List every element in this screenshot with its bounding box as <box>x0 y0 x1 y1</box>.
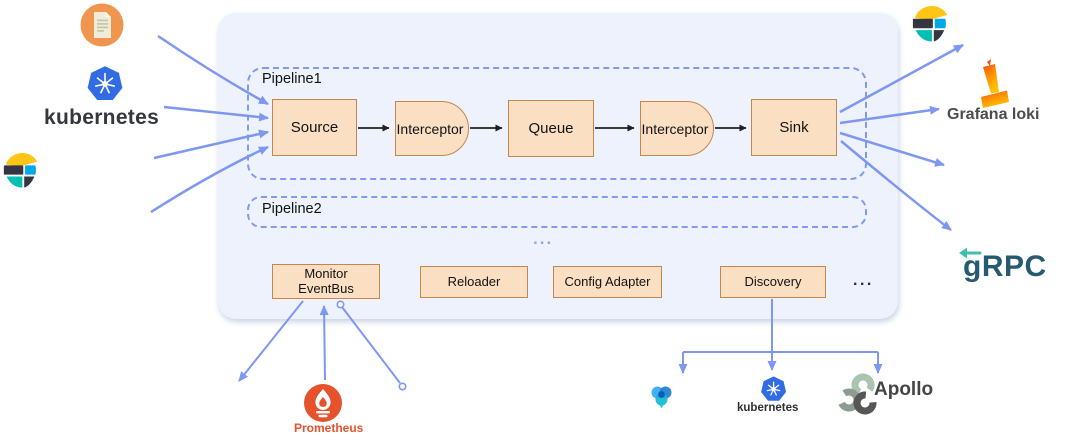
kubernetes-icon <box>84 62 126 106</box>
link-endpoint-circle <box>398 382 407 391</box>
pipeline2-label: Pipeline2 <box>262 201 322 217</box>
node-source: Source <box>272 99 357 156</box>
grafana-loki-icon <box>972 59 1014 111</box>
component-config-adapter: Config Adapter <box>553 266 662 298</box>
grafana-loki-wordmark: Grafana loki <box>947 106 1040 123</box>
monitor-label-line2: EventBus <box>298 280 354 296</box>
elasticsearch-icon <box>2 150 39 190</box>
elasticsearch-icon <box>911 3 949 44</box>
component-discovery: Discovery <box>720 266 826 298</box>
apollo-icon <box>836 372 880 416</box>
prometheus-wordmark: Prometheus <box>294 421 364 435</box>
monitor-label-line1: Monitor <box>304 266 348 281</box>
components-ellipsis: ... <box>853 272 874 289</box>
apollo-wordmark: Apollo <box>874 379 934 400</box>
component-reloader: Reloader <box>420 266 528 298</box>
blue-service-icon <box>649 384 674 410</box>
kubernetes-wordmark: kubernetes <box>44 106 160 129</box>
node-interceptor-1: Interceptor <box>395 101 469 156</box>
node-sink: Sink <box>751 99 837 156</box>
kubernetes-small-wordmark: kubernetes <box>737 402 799 414</box>
node-interceptor-2: Interceptor <box>640 101 714 156</box>
grpc-wordmark: gRPC <box>963 250 1047 283</box>
grpc-arrow-icon <box>956 246 982 260</box>
kubernetes-icon <box>757 373 790 406</box>
prometheus-icon <box>303 383 343 423</box>
pipeline1-label: Pipeline1 <box>262 71 322 87</box>
node-queue: Queue <box>508 100 594 157</box>
pipelines-ellipsis: ... <box>533 229 554 248</box>
log-file-icon <box>80 3 124 47</box>
pipeline2-container <box>247 196 867 228</box>
component-monitor-eventbus: Monitor EventBus <box>272 264 380 299</box>
